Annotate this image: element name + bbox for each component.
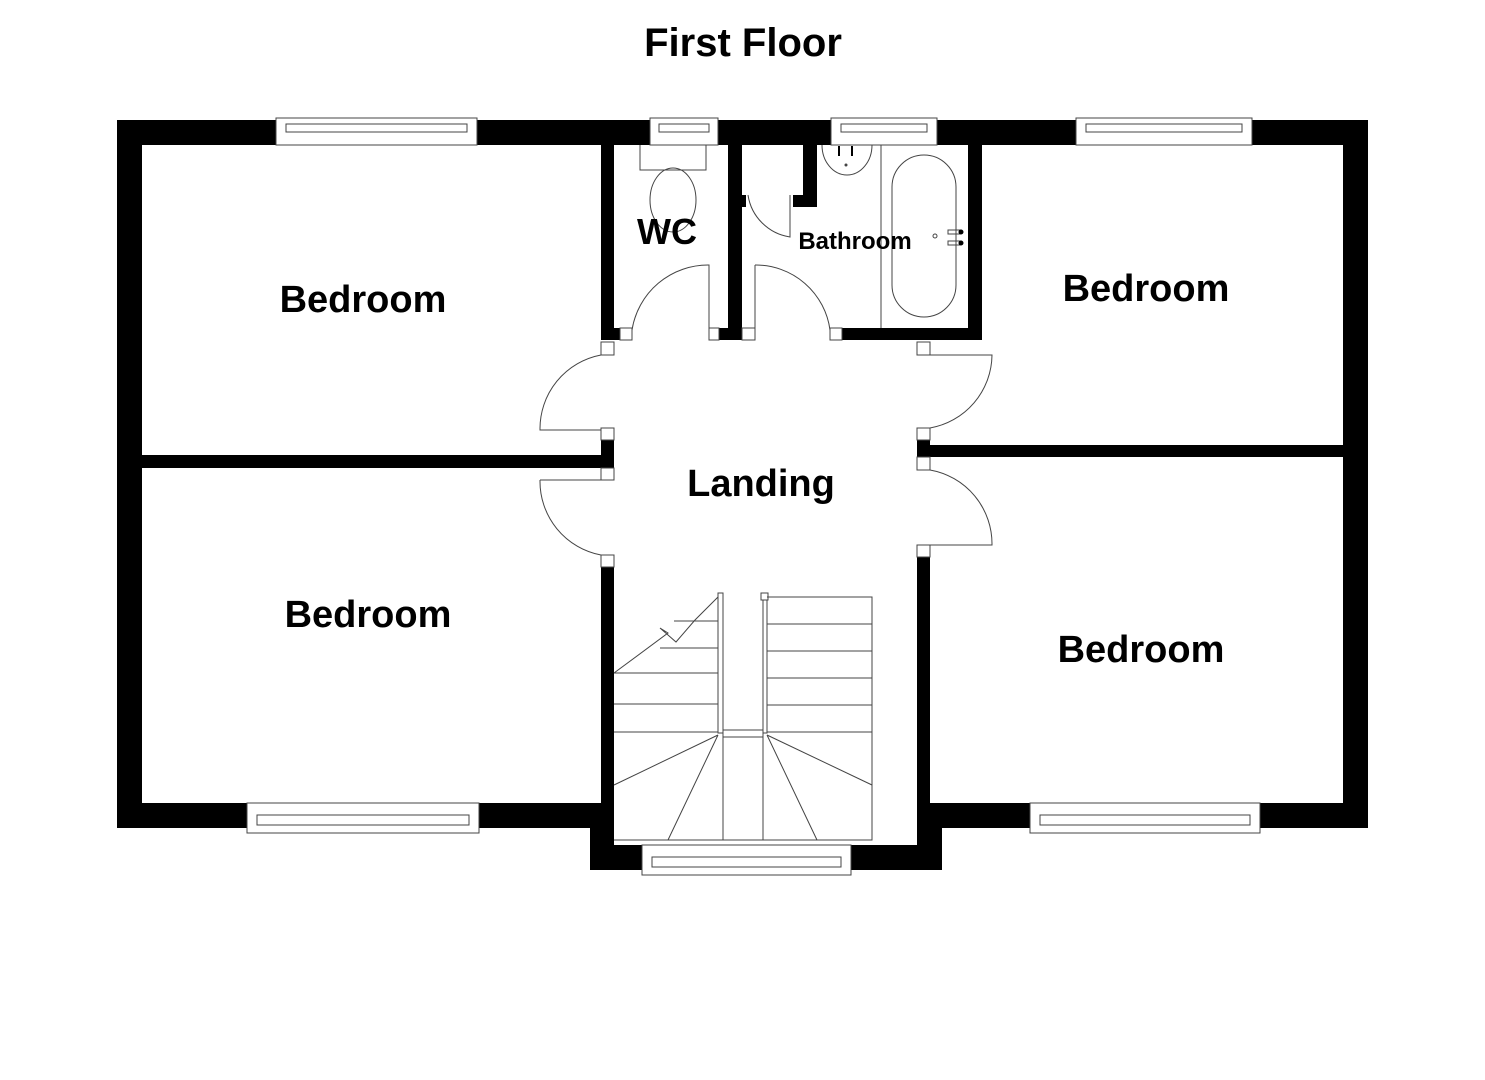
doors bbox=[539, 194, 993, 568]
fixtures bbox=[639, 144, 964, 328]
windows bbox=[246, 117, 1261, 876]
room-label-bedroom-top-right: Bedroom bbox=[1063, 268, 1230, 310]
staircase bbox=[613, 592, 873, 841]
room-label-bedroom-bottom-left: Bedroom bbox=[285, 594, 452, 636]
room-labels: Bedroom Bedroom Bedroom Bedroom WC Bathr… bbox=[280, 211, 1230, 671]
bath-icon bbox=[891, 154, 964, 318]
room-label-bathroom: Bathroom bbox=[798, 228, 911, 255]
window-stairs bbox=[641, 844, 852, 876]
walls bbox=[117, 120, 1368, 870]
basin-icon bbox=[821, 144, 873, 176]
window-bottom-right-bedroom bbox=[1029, 802, 1261, 834]
room-label-wc: WC bbox=[637, 211, 697, 252]
window-top-left-bedroom bbox=[275, 117, 478, 146]
room-label-bedroom-top-left: Bedroom bbox=[280, 279, 447, 321]
window-bottom-left-bedroom bbox=[246, 802, 480, 834]
window-wc bbox=[649, 117, 719, 146]
room-label-landing: Landing bbox=[687, 463, 835, 505]
window-bathroom bbox=[830, 117, 938, 146]
toilet-icon bbox=[639, 145, 707, 233]
floor-title: First Floor bbox=[644, 21, 842, 65]
window-top-right-bedroom bbox=[1075, 117, 1253, 146]
room-label-bedroom-bottom-right: Bedroom bbox=[1058, 629, 1225, 671]
